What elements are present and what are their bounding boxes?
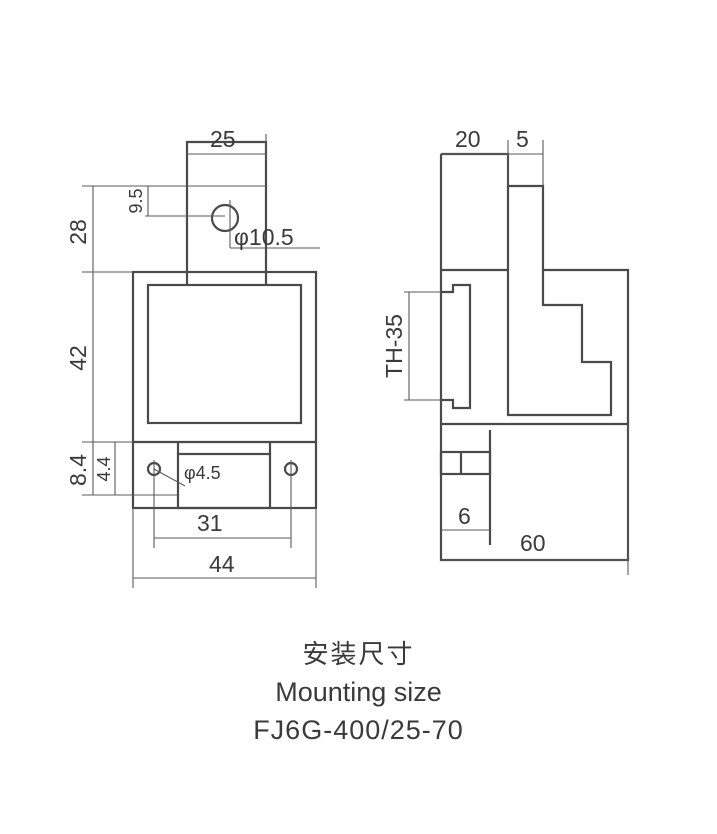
front-window <box>146 283 303 425</box>
caption-chinese: 安装尺寸 <box>302 639 415 669</box>
dim-front-top-height: 28 <box>65 219 91 245</box>
front-bottom-center-block <box>176 452 272 510</box>
front-top-hole <box>210 203 240 233</box>
side-lower-terminal <box>439 450 492 476</box>
dim-front-window-height: 42 <box>65 345 91 371</box>
dim-front-bottom-height: 8.4 <box>65 454 91 486</box>
side-rail-clip <box>441 283 472 410</box>
dim-front-total-width: 44 <box>209 551 235 577</box>
dim-side-top-right: 5 <box>516 126 529 152</box>
dim-front-top-hole: φ10.5 <box>234 224 294 250</box>
dim-side-top-left: 20 <box>455 126 481 152</box>
dim-side-total: 60 <box>520 530 546 556</box>
dim-front-hole-offset: 9.5 <box>126 188 146 213</box>
caption-english: Mounting size <box>275 677 442 707</box>
side-step-profile <box>506 186 613 417</box>
dim-front-mount-hole: φ4.5 <box>184 463 221 483</box>
dim-front-top-width: 25 <box>210 126 236 152</box>
dim-front-hole-spacing: 31 <box>197 510 223 536</box>
side-view: 20 5 TH-35 6 60 <box>381 126 630 575</box>
front-view: 25 28 42 8.4 9.5 φ10.5 4.4 φ4.5 31 44 <box>65 126 320 588</box>
dim-front-bottom-offset: 4.4 <box>94 456 114 481</box>
front-top-plate <box>185 140 268 285</box>
caption-model: FJ6G-400/25-70 <box>253 715 464 745</box>
dim-side-rail: TH-35 <box>381 314 407 378</box>
dim-side-small: 6 <box>458 503 471 529</box>
